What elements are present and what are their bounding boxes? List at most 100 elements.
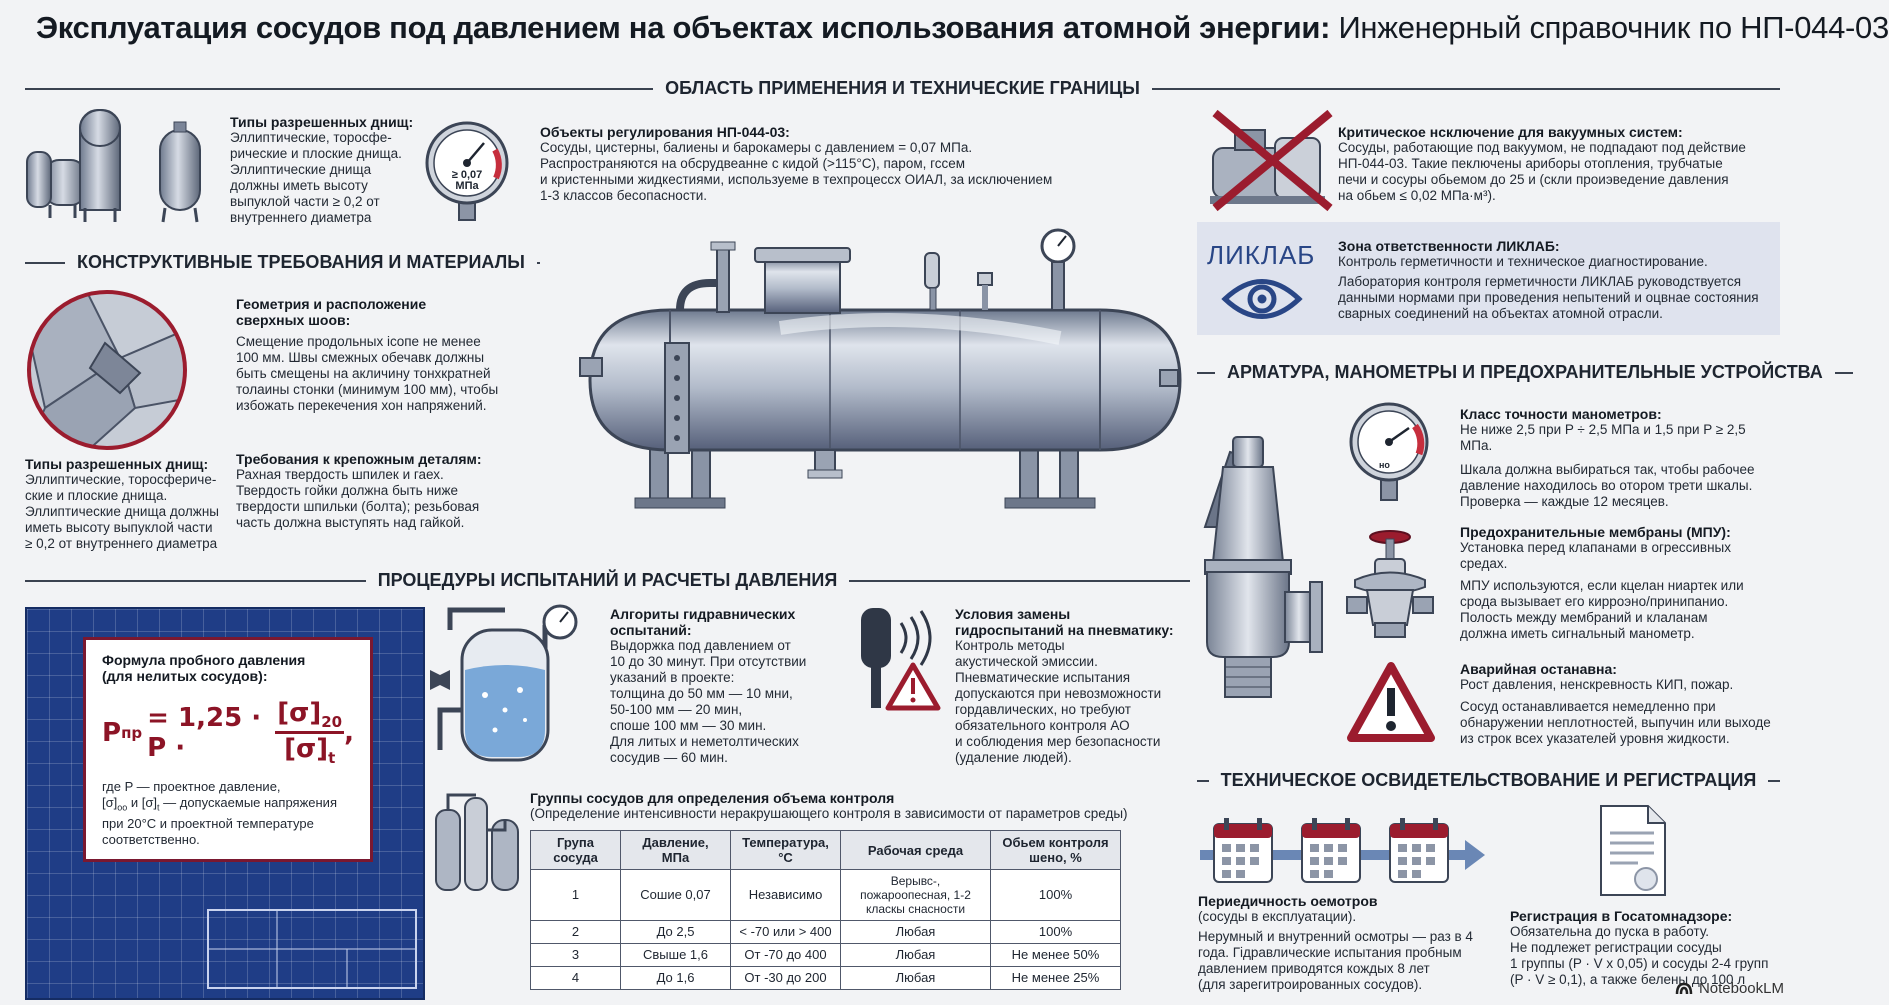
text-line: Лаборатория контроля герметичности ЛИКЛА… — [1338, 274, 1742, 289]
warning-icon — [1345, 660, 1437, 745]
text-line: внутреннего диаметра — [230, 210, 372, 225]
text-line: Полость между мембраний и клаланам — [1460, 610, 1708, 625]
text-line: быть смещены на акличину тонхкратней — [236, 366, 491, 381]
table-cell: От -70 до 400 — [730, 943, 841, 967]
notebooklm-logo-icon — [1675, 982, 1693, 994]
table-header-cell: Давление, МПа — [620, 830, 731, 870]
liklab-panel — [1197, 222, 1780, 335]
text-line: 50-100 мм — 20 мин, — [610, 702, 743, 717]
text-line: (для зарегитроированных сосудов). — [1198, 977, 1423, 992]
text-line: Эллиптические днища должны — [25, 504, 219, 519]
table-cell: Не менее 25% — [990, 966, 1121, 990]
table-cell: Сошие 0,07 — [620, 869, 731, 921]
text-line: рические и плоские днища. — [230, 146, 402, 161]
objects-block: Объекты регулирования НП-044-03: Сосуды,… — [540, 124, 1100, 204]
text-line: Обязательна до пуска в работу. — [1510, 924, 1709, 939]
table-header-cell: Температура, °C — [730, 830, 841, 870]
table-cell: 100% — [990, 920, 1121, 944]
text-line: сварных соединений на объектах атомной о… — [1338, 306, 1663, 321]
text-line: и кристенными жидкестиями, используеме в… — [540, 172, 1053, 187]
text-line: ≥ 0,2 от внутреннего диаметра — [25, 536, 218, 551]
text-line: средах. — [1460, 556, 1508, 571]
section-design: КОНСТРУКТИВНЫЕ ТРЕБОВАНИЯ И МАТЕРИАЛЫ — [25, 252, 540, 273]
text-line: данными нормами при проведения непытений… — [1338, 290, 1759, 305]
notebooklm-brand: NotebookLM — [1675, 980, 1784, 997]
certificate-document-icon — [1598, 803, 1668, 898]
text-line: Рахная твердость шпилек и гаех. — [236, 467, 444, 482]
text-line: обязательного контроля АО — [955, 718, 1130, 733]
table-cell: Свыше 1,6 — [620, 943, 731, 967]
membranes-block: Предохранительные мембраны (МПУ): Устано… — [1460, 524, 1780, 642]
table-cell: От -30 до 200 — [730, 966, 841, 990]
table-cell: Любая — [840, 920, 991, 944]
text-line: из строк всех указателей уровня жидкости… — [1460, 731, 1730, 746]
table-cell: 1 — [530, 869, 621, 921]
table-cell: < -70 или > 400 — [730, 920, 841, 944]
table-cell: До 1,6 — [620, 966, 731, 990]
blueprint-title-block — [207, 909, 417, 989]
weld-joint-icon — [25, 288, 190, 453]
table-header-cell: Обьем контроля шено, % — [990, 830, 1121, 870]
text-line: Для литых и неметолтических — [610, 734, 799, 749]
text-line: 10 до 30 минут. При отсутствии — [610, 654, 807, 669]
section-tests: ПРОЦЕДУРЫ ИСПЫТАНИЙ И РАСЧЕТЫ ДАВЛЕНИЯ — [25, 570, 1190, 591]
text-line: Установка перед клапанами в огрессивных — [1460, 540, 1732, 555]
emergency-block: Аварийная останавна: Рост давления, ненс… — [1460, 661, 1780, 747]
section-fittings: АРМАТУРА, МАНОМЕТРЫ И ПРЕДОХРАНИТЕЛЬНЫЕ … — [1197, 362, 1853, 383]
text-line: ские и плоские днища. — [25, 488, 168, 503]
text-line: 1-3 классов бесопасности. — [540, 188, 708, 203]
text-line: Твердость гойки должна быть ниже — [236, 483, 459, 498]
groups-header: Группы сосудов для определения объема ко… — [530, 790, 1128, 821]
text-line: Эллиптические днища — [230, 162, 372, 177]
welds-block: Геометрия и расположение сверхных шоов: … — [236, 296, 526, 414]
table-cell: Не менее 50% — [990, 943, 1121, 967]
text-line: 100 мм. Швы смежных обечавк должны — [236, 350, 485, 365]
text-line: давлением приводятся кождых 8 лет — [1198, 961, 1430, 976]
table-header-cell: Група сосуда — [530, 830, 621, 870]
manometers-block: Класс точности манометров: Не ниже 2,5 п… — [1460, 406, 1780, 510]
section-inspection: ТЕХНИЧЕСКОЕ ОСВИДЕТЕЛЬСТВОВАНИЕ И РЕГИСТ… — [1197, 770, 1781, 791]
text-line: Нерумный и внутренний осмотры — раз в 4 — [1198, 929, 1473, 944]
safety-valve-icon — [1195, 432, 1325, 702]
eye-icon — [1221, 276, 1303, 322]
text-line: Контроль методы — [955, 638, 1065, 653]
bottoms-left-block: Типы разрешенных днищ: Эллиптические, то… — [25, 456, 230, 552]
text-line: споше 100 мм — 30 мин. — [610, 718, 767, 733]
text-line: должна иметь сигнальный манометр. — [1460, 626, 1695, 641]
text-line: должны иметь высоту — [230, 178, 368, 193]
text-line: гордавлических, но требуют — [955, 702, 1131, 717]
calendar-timeline-icon — [1200, 812, 1485, 892]
manometer-unit: но — [1379, 460, 1390, 470]
text-line: Эллиптические, торосфе- — [230, 130, 392, 145]
text-line: указаний в проекте: — [610, 670, 735, 685]
text-line: Смещение продольных icопе не менее — [236, 334, 481, 349]
text-line: Сосуды, работающие под вакуумом, не подп… — [1338, 140, 1746, 155]
text-line: печи и сосуры обьемом до 25 и (скли прои… — [1338, 172, 1729, 187]
table-cell: 4 — [530, 966, 621, 990]
text-line: избожать перекечения хон напряжений. — [236, 398, 487, 413]
table-cell: 3 — [530, 943, 621, 967]
table-cell: Любая — [840, 943, 991, 967]
periodicity-block: Периедичность оемотров (сосуды в експлуа… — [1198, 893, 1498, 993]
text-line: и соблюдения мер безопасности — [955, 734, 1161, 749]
text-line: толщина до 50 мм — 10 мни, — [610, 686, 793, 701]
text-line: НП-044-03. Такие пеключены ариборы отопл… — [1338, 156, 1723, 171]
formula-card: Формула пробного давления (для нелитых с… — [83, 637, 373, 862]
vessel-group-icon — [430, 790, 525, 895]
table-cell: 100% — [990, 869, 1121, 921]
bottoms-top-block: Типы разрешенных днищ: Эллиптические, то… — [230, 114, 420, 226]
fasteners-block: Требования к крепожным деталям: Рахная т… — [236, 451, 526, 531]
manometer-icon: но — [1347, 400, 1432, 502]
text-line: 1 группы (P · V x 0,05) и сосуды 2-4 гру… — [1510, 956, 1769, 971]
text-line: Выдоржка под давлением от — [610, 638, 791, 653]
membrane-valve-icon — [1345, 525, 1435, 640]
text-line: иметь высоту выпуклой части — [25, 520, 213, 535]
text-line: Проверка — каждые 12 месяцев. — [1460, 494, 1669, 509]
text-line: года. Гідравлические испытания пробным — [1198, 945, 1462, 960]
